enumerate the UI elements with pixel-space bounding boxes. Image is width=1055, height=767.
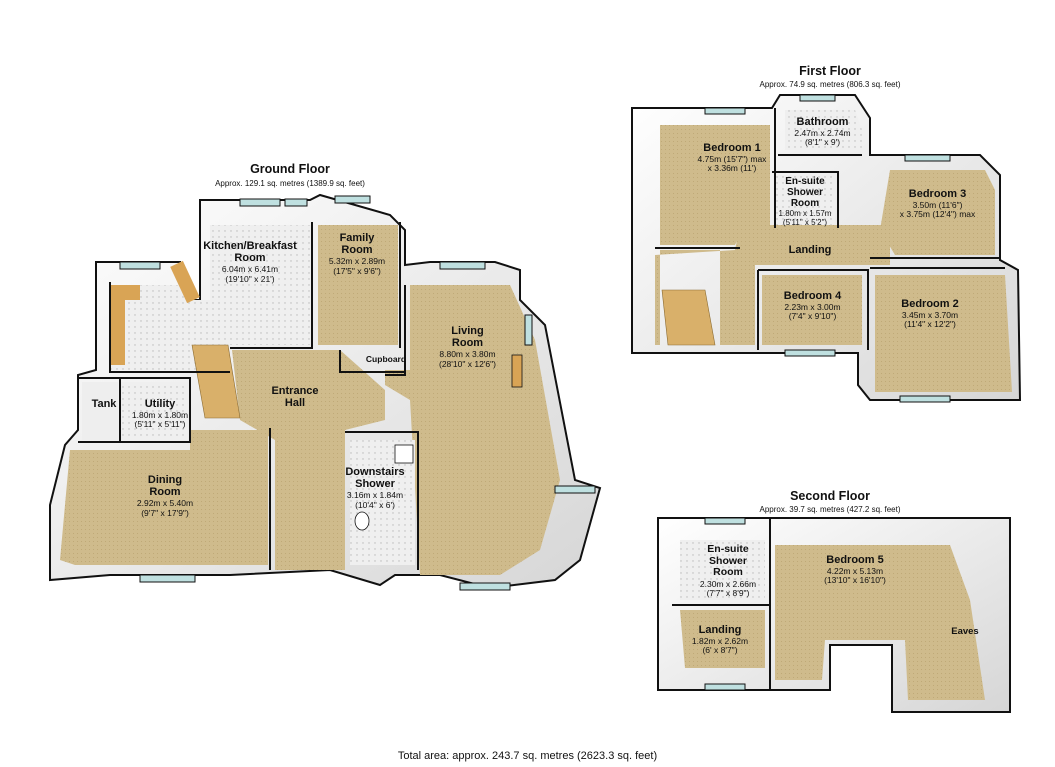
- ground-stairs: [191, 344, 241, 419]
- utility-floor: [120, 382, 188, 440]
- room-name: Downstairs Shower: [345, 466, 405, 491]
- room-dimensions: 2.92m x 5.40m (9'7" x 17'9"): [136, 498, 194, 518]
- second-floor-area: Approx. 39.7 sq. metres (427.2 sq. feet): [759, 505, 901, 514]
- room-dimensions: 1.80m x 1.57m (5'11" x 5'2"): [778, 209, 832, 227]
- room-name: Bedroom 3: [908, 188, 967, 200]
- room-dimensions: 6.04m x 6.41m (19'10" x 21'): [221, 264, 279, 284]
- ground-floor-area: Approx. 129.1 sq. metres (1389.9 sq. fee…: [215, 179, 365, 188]
- room-name: Living Room: [451, 325, 484, 350]
- toilet: [354, 511, 370, 531]
- room-bedroom-2: Bedroom 2 3.45m x 3.70m (11'4" x 12'2"): [880, 298, 980, 330]
- first-landing-floor: [655, 225, 890, 345]
- room-cupboard: Cupboard: [365, 354, 407, 364]
- room-dimensions: 3.16m x 1.84m (10'4" x 6'): [346, 490, 404, 510]
- family-room-floor: [318, 225, 398, 345]
- ground-floor-title: Ground Floor: [250, 162, 330, 176]
- room-first-landing: Landing: [788, 244, 832, 256]
- room-bedroom-5: Bedroom 5 4.22m x 5.13m (13'10" x 16'10"…: [800, 554, 910, 586]
- room-dimensions: 2.30m x 2.66m (7'7" x 8'9"): [699, 578, 757, 598]
- room-bathroom: Bathroom 2.47m x 2.74m (8'1" x 9'): [785, 116, 860, 148]
- entrance-hall-floor: [232, 350, 385, 570]
- room-name: Bedroom 5: [826, 554, 884, 566]
- kitchen-floor: [110, 225, 312, 370]
- tank-floor: [82, 382, 118, 440]
- room-dimensions: 4.75m (15'7") max x 3.36m (11'): [697, 154, 767, 174]
- room-first-ensuite: En-suite Shower Room 1.80m x 1.57m (5'11…: [770, 176, 840, 228]
- first-ensuite-floor: [775, 175, 835, 225]
- room-bedroom-1: Bedroom 1 4.75m (15'7") max x 3.36m (11'…: [682, 142, 782, 174]
- room-name: Utility: [144, 398, 176, 410]
- room-name: Bedroom 1: [703, 142, 761, 154]
- bedroom-3-floor: [880, 170, 995, 255]
- room-dimensions: 5.32m x 2.89m (17'5" x 9'6"): [328, 256, 386, 276]
- second-ensuite-floor: [680, 540, 765, 600]
- first-floor-area: Approx. 74.9 sq. metres (806.3 sq. feet): [759, 80, 901, 89]
- first-floor-title: First Floor: [799, 64, 861, 78]
- room-name: Bathroom: [796, 116, 849, 128]
- room-dimensions: 4.22m x 5.13m (13'10" x 16'10"): [824, 566, 886, 586]
- first-floor-plan: [631, 94, 1022, 403]
- shower-tray: [394, 444, 414, 464]
- room-second-ensuite: En-suite Shower Room 2.30m x 2.66m (7'7"…: [688, 543, 768, 598]
- room-dimensions: 2.23m x 3.00m (7'4" x 9'10"): [784, 302, 841, 322]
- downstairs-shower-floor: [350, 440, 415, 565]
- room-name: Kitchen/Breakfast Room: [203, 240, 297, 265]
- room-second-landing: Landing 1.82m x 2.62m (6' x 8'7"): [680, 624, 760, 656]
- room-living: Living Room 8.80m x 3.80m (28'10" x 12'6…: [415, 325, 520, 369]
- room-name: Landing: [698, 624, 742, 636]
- dining-room-floor: [60, 430, 268, 565]
- room-bedroom-4: Bedroom 4 2.23m x 3.00m (7'4" x 9'10"): [765, 290, 860, 322]
- room-name: Bedroom 4: [783, 290, 842, 302]
- room-dimensions: 2.47m x 2.74m (8'1" x 9'): [794, 128, 851, 148]
- room-name: Family Room: [339, 232, 375, 257]
- room-dimensions: 1.80m x 1.80m (5'11" x 5'11"): [131, 410, 189, 430]
- bedroom-2-floor: [875, 275, 1012, 392]
- kitchen-worktop: [110, 285, 140, 365]
- second-floor-plan: [657, 517, 1011, 713]
- ground-floor-plan: [49, 193, 602, 591]
- kitchen-counter: [170, 260, 200, 304]
- room-eaves: Eaves: [951, 626, 979, 637]
- fireplace: [511, 354, 523, 388]
- room-tank: Tank: [91, 398, 117, 410]
- room-dimensions: 3.50m (11'6") x 3.75m (12'4") max: [899, 200, 976, 220]
- first-stairs: [661, 289, 716, 346]
- second-floor-title: Second Floor: [790, 489, 870, 503]
- room-dimensions: 3.45m x 3.70m (11'4" x 12'2"): [901, 310, 959, 330]
- room-utility: Utility 1.80m x 1.80m (5'11" x 5'11"): [115, 398, 205, 430]
- room-family: Family Room 5.32m x 2.89m (17'5" x 9'6"): [312, 232, 402, 276]
- bedroom-4-floor: [762, 275, 862, 345]
- room-kitchen-breakfast: Kitchen/Breakfast Room 6.04m x 6.41m (19…: [190, 240, 310, 284]
- room-downstairs-shower: Downstairs Shower 3.16m x 1.84m (10'4" x…: [335, 466, 415, 510]
- room-dimensions: 8.80m x 3.80m (28'10" x 12'6"): [438, 349, 496, 369]
- room-dimensions: 1.82m x 2.62m (6' x 8'7"): [691, 636, 749, 656]
- second-landing-floor: [680, 610, 765, 668]
- room-bedroom-3: Bedroom 3 3.50m (11'6") x 3.75m (12'4") …: [885, 188, 990, 220]
- room-name: En-suite Shower Room: [707, 543, 749, 579]
- bathroom-floor: [785, 110, 862, 150]
- bedroom-1-floor: [660, 125, 770, 245]
- room-entrance-hall: Entrance Hall: [271, 385, 319, 410]
- bedroom-5-floor: [775, 545, 985, 700]
- room-name: En-suite Shower Room: [785, 176, 825, 209]
- room-dining: Dining Room 2.92m x 5.40m (9'7" x 17'9"): [115, 474, 215, 518]
- room-name: Bedroom 2: [901, 298, 959, 310]
- room-name: Dining Room: [147, 474, 183, 499]
- total-area: Total area: approx. 243.7 sq. metres (26…: [397, 750, 658, 762]
